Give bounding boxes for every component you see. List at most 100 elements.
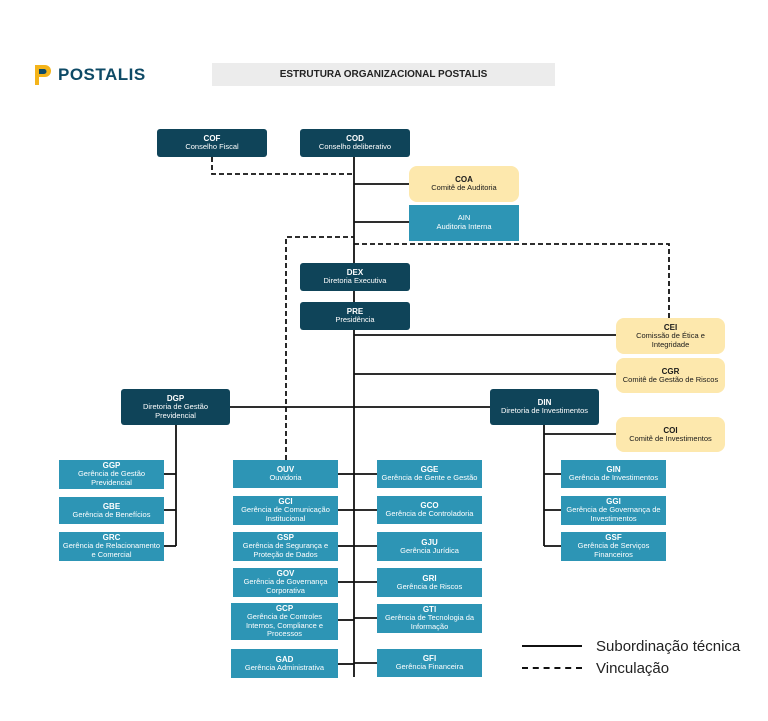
node-name: Gerência de Gente e Gestão [381, 473, 478, 483]
node-code: COI [663, 425, 678, 435]
node-code: COF [203, 134, 221, 144]
node-gci: GCI Gerência de Comunicação Instituciona… [233, 496, 338, 525]
node-name: Gerência de Serviços Financeiros [577, 541, 650, 560]
node-name: Conselho deliberativo [318, 142, 392, 152]
node-name: Gerência Administrativa [244, 662, 325, 672]
node-code: GRC [102, 533, 121, 543]
legend-dashed-line [522, 667, 582, 669]
node-gti: GTI Gerência de Tecnologia da Informação [377, 604, 482, 633]
node-dgp: DGP Diretoria de Gestão Previdencial [121, 389, 230, 425]
node-cgr: CGR Comitê de Gestão de Riscos [616, 358, 725, 393]
node-code: AIN [457, 213, 471, 223]
node-gfi: GFI Gerência Financeira [377, 649, 482, 677]
node-name: Auditoria Interna [436, 222, 492, 231]
node-name: Diretoria de Investimentos [500, 406, 589, 416]
logo-text: POSTALIS [58, 65, 146, 84]
node-code: CEI [663, 322, 678, 332]
node-code: OUV [276, 465, 295, 475]
node-ggp: GGP Gerência de Gestão Previdencial [59, 460, 164, 489]
node-code: PRE [346, 307, 364, 317]
node-ain: AIN Auditoria Interna [409, 205, 519, 241]
node-name: Gerência Financeira [395, 662, 464, 672]
node-code: GGE [420, 465, 439, 475]
node-din: DIN Diretoria de Investimentos [490, 389, 599, 425]
node-name: Comitê de Investimentos [629, 433, 712, 443]
node-cof: COF Conselho Fiscal [157, 129, 267, 157]
node-gge: GGE Gerência de Gente e Gestão [377, 460, 482, 488]
node-gov: GOV Gerência de Governança Corporativa [233, 568, 338, 597]
dashed-cei [354, 243, 670, 318]
node-code: GOV [276, 569, 295, 579]
node-code: GJU [421, 537, 438, 547]
node-name: Gerência de Segurança e Proteção de Dado… [242, 541, 329, 560]
node-code: GCO [420, 501, 439, 511]
node-name: Gerência de Governança Corporativa [243, 577, 328, 596]
node-code: GFI [422, 654, 437, 664]
node-code: CGR [661, 366, 680, 376]
node-name: Comissão de Ética e Integridade [636, 330, 705, 349]
node-code: DEX [346, 268, 364, 278]
node-name: Diretoria Executiva [323, 276, 387, 286]
node-code: GRI [422, 573, 437, 583]
node-code: GSP [277, 533, 294, 543]
page-title: ESTRUTURA ORGANIZACIONAL POSTALIS [279, 69, 488, 80]
node-gju: GJU Gerência Jurídica [377, 532, 482, 561]
node-name: Gerência de Gestão Previdencial [77, 469, 146, 488]
node-name: Gerência de Comunicação Institucional [241, 505, 330, 524]
node-name: Conselho Fiscal [185, 142, 239, 152]
postalis-logo: POSTALIS [34, 64, 146, 86]
node-code: GIN [606, 465, 621, 475]
dashed-cof [211, 157, 354, 175]
node-gri: GRI Gerência de Riscos [377, 568, 482, 597]
node-name: Presidência [335, 315, 375, 325]
node-name: Gerência de Benefícios [72, 509, 151, 519]
node-gad: GAD Gerência Administrativa [231, 649, 338, 678]
node-name: Comitê de Auditoria [431, 183, 497, 193]
node-code: GGI [606, 497, 621, 507]
node-gsp: GSP Gerência de Segurança e Proteção de … [233, 532, 338, 561]
node-name: Gerência de Riscos [396, 581, 463, 591]
node-pre: PRE Presidência [300, 302, 410, 330]
node-coa: COA Comitê de Auditoria [409, 166, 519, 202]
node-cod: COD Conselho deliberativo [300, 129, 410, 157]
node-ouv: OUV Ouvidoria [233, 460, 338, 488]
node-code: GBE [102, 501, 121, 511]
node-ggi: GGI Gerência de Governança de Investimen… [561, 496, 666, 525]
node-name: Gerência Jurídica [400, 545, 459, 555]
node-name: Comitê de Gestão de Riscos [622, 374, 719, 384]
legend-dashed-label: Vinculação [596, 659, 670, 677]
node-name: Gerência de Controladoria [385, 509, 474, 519]
node-name: Gerência de Investimentos [568, 473, 659, 483]
node-code: DGP [166, 393, 185, 403]
node-dex: DEX Diretoria Executiva [300, 263, 410, 291]
node-code: GTI [422, 605, 437, 615]
node-name: Gerência de Controles Internos, Complian… [245, 612, 324, 639]
node-name: Diretoria de Gestão Previdencial [142, 401, 209, 420]
page-title-bar: ESTRUTURA ORGANIZACIONAL POSTALIS [212, 63, 555, 86]
node-gcp: GCP Gerência de Controles Internos, Comp… [231, 603, 338, 640]
node-coi: COI Comitê de Investimentos [616, 417, 725, 452]
postalis-logo-icon [35, 65, 51, 85]
node-code: DIN [537, 398, 552, 408]
node-code: GGP [102, 461, 121, 471]
node-gsf: GSF Gerência de Serviços Financeiros [561, 532, 666, 561]
node-code: COA [455, 175, 473, 185]
legend-solid: Subordinação técnica [522, 636, 762, 656]
node-code: GCP [275, 603, 294, 613]
node-grc: GRC Gerência de Relacionamento e Comerci… [59, 532, 164, 561]
node-gbe: GBE Gerência de Benefícios [59, 497, 164, 524]
node-code: GCI [278, 497, 293, 507]
node-name: Gerência de Relacionamento e Comercial [62, 541, 161, 560]
node-cei: CEI Comissão de Ética e Integridade [616, 318, 725, 354]
node-name: Ouvidoria [269, 473, 302, 483]
dashed-ouv [285, 236, 354, 460]
node-name: Gerência de Governança de Investimentos [566, 505, 661, 524]
node-code: GAD [275, 654, 294, 664]
node-code: GSF [605, 533, 622, 543]
legend-dashed: Vinculação [522, 658, 762, 678]
node-code: COD [346, 134, 364, 144]
node-name: Gerência de Tecnologia da Informação [384, 613, 475, 632]
node-gco: GCO Gerência de Controladoria [377, 496, 482, 524]
node-gin: GIN Gerência de Investimentos [561, 460, 666, 488]
